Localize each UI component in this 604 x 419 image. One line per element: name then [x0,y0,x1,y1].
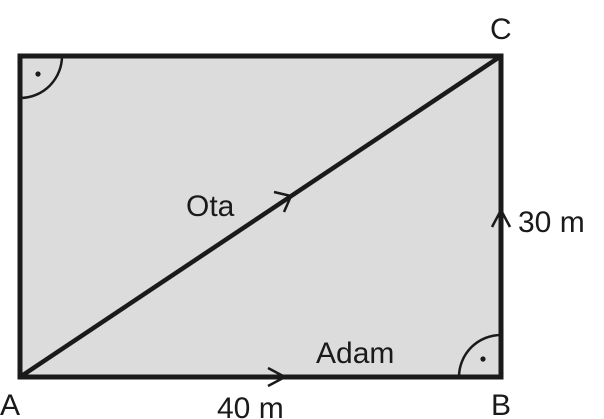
vertex-label-b: B [491,389,511,419]
right-angle-marker-bottom-right [457,333,502,378]
vertex-label-a: A [0,389,20,419]
bottom-direction-arrow [267,366,288,388]
horizontal-length-label: 40 m [217,392,284,419]
vertical-length-label: 30 m [518,206,585,239]
right-angle-marker-top-left [19,55,64,100]
vertex-label-c: C [490,13,512,46]
edge-walker-label: Adam [316,337,394,370]
diagonal-path [18,54,503,379]
right-direction-arrow [490,207,512,228]
diagonal-direction-arrow [273,190,293,213]
diagonal-walker-label: Ota [186,190,235,223]
